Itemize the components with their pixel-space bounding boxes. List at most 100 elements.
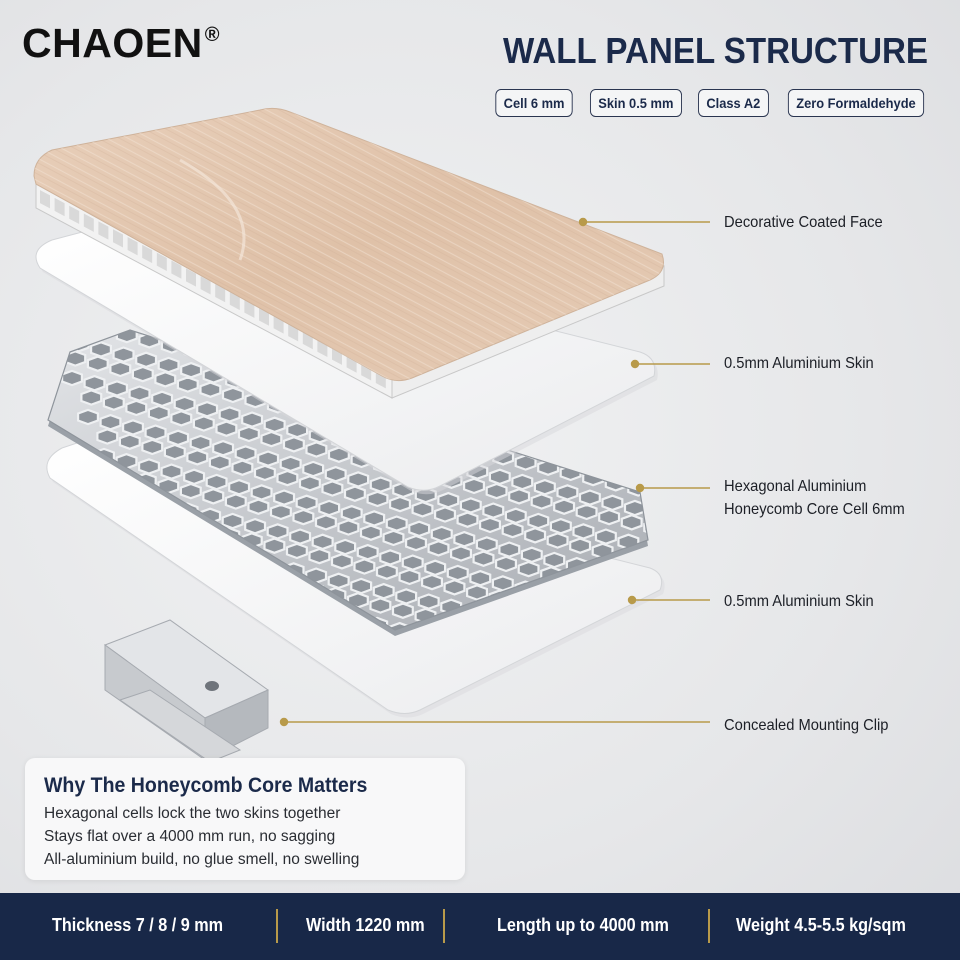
- honeycomb-cell: [76, 408, 100, 426]
- honeycomb-cell: [356, 543, 379, 561]
- honeycomb-cell: [279, 455, 302, 473]
- honeycomb-cell: [266, 523, 289, 540]
- honeycomb-cell: [234, 445, 257, 462]
- honeycomb-cell: [60, 369, 84, 387]
- honeycomb-cell: [276, 469, 299, 487]
- label-mounting-clip: Concealed Mounting Clip: [724, 717, 889, 734]
- honeycomb-cell: [337, 519, 360, 536]
- edge-cell: [40, 190, 50, 209]
- honeycomb-cell: [430, 525, 453, 543]
- honeycomb-cell: [302, 460, 325, 478]
- honeycomb-cell: [173, 395, 196, 413]
- honeycomb-cell: [99, 413, 122, 431]
- honeycomb-cell: [180, 361, 203, 379]
- honeycomb-cell: [96, 428, 119, 445]
- honeycomb-cell: [369, 597, 392, 614]
- honeycomb-cell: [115, 330, 138, 344]
- why-point: All-aluminium build, no glue smell, no s…: [44, 851, 360, 868]
- honeycomb-cell: [141, 564, 163, 582]
- spec-divider: [443, 909, 445, 943]
- honeycomb-cell: [343, 485, 366, 502]
- honeycomb-cell: [459, 497, 482, 514]
- honeycomb-cell: [573, 645, 593, 659]
- honeycomb-cell: [527, 512, 550, 530]
- honeycomb-cell: [488, 468, 511, 486]
- honeycomb-cell: [314, 514, 337, 531]
- honeycomb-cell: [192, 415, 215, 432]
- honeycomb-cell: [144, 424, 167, 441]
- honeycomb-cell: [482, 502, 505, 519]
- honeycomb-cell: [49, 312, 69, 326]
- honeycomb-cell: [179, 482, 202, 500]
- honeycomb-cell: [205, 473, 228, 491]
- honeycomb-cell: [163, 443, 186, 461]
- honeycomb-cell: [553, 498, 576, 515]
- honeycomb-cell: [623, 620, 646, 630]
- honeycomb-cell: [427, 540, 450, 557]
- edge-cell: [127, 237, 138, 256]
- honeycomb-cell: [463, 477, 485, 495]
- honeycomb-cell: [308, 547, 331, 565]
- honeycomb-cell: [273, 489, 296, 506]
- honeycomb-cell: [588, 436, 611, 453]
- edge-cell: [171, 260, 182, 279]
- honeycomb-cell: [475, 536, 498, 553]
- honeycomb-cell: [599, 636, 619, 650]
- honeycomb-cell: [112, 346, 135, 363]
- edge-cell: [69, 205, 80, 225]
- honeycomb-cell: [469, 569, 492, 587]
- honeycomb-cell: [546, 532, 569, 549]
- honeycomb-cell: [540, 445, 563, 462]
- honeycomb-cell: [263, 416, 286, 434]
- honeycomb-cell: [86, 355, 109, 372]
- honeycomb-cell: [372, 582, 395, 600]
- honeycomb-cell: [572, 523, 595, 540]
- honeycomb-cell: [118, 433, 141, 450]
- spec-divider: [708, 909, 710, 943]
- honeycomb-cell: [508, 488, 531, 505]
- honeycomb-cell: [434, 506, 456, 523]
- spec-length: Length up to 4000 mm: [497, 915, 669, 935]
- why-honeycomb-card: Why The Honeycomb Core Matters Hexagonal…: [25, 758, 465, 880]
- honeycomb-cell: [212, 439, 235, 457]
- honeycomb-cell: [138, 458, 160, 475]
- honeycomb-cell: [330, 553, 353, 570]
- honeycomb-cell: [228, 478, 251, 496]
- honeycomb-cell: [221, 386, 244, 404]
- badge-cell: Cell 6 mm: [494, 89, 573, 117]
- honeycomb-cell: [598, 508, 621, 526]
- edge-cell: [156, 252, 167, 271]
- honeycomb-cell: [453, 530, 476, 548]
- honeycomb-cell: [359, 524, 382, 541]
- honeycomb-cell: [260, 430, 283, 448]
- honeycomb-cell: [504, 507, 527, 525]
- honeycomb-cell: [501, 521, 524, 539]
- honeycomb-cell: [160, 463, 183, 480]
- honeycomb-cell: [224, 619, 247, 630]
- honeycomb-cell: [543, 551, 566, 569]
- honeycomb-cell: [327, 572, 350, 590]
- honeycomb-cell: [611, 441, 634, 458]
- honeycomb-cell: [585, 455, 608, 473]
- honeycomb-cell: [176, 376, 199, 393]
- honeycomb-cell: [121, 419, 144, 436]
- honeycomb-cell: [670, 632, 690, 646]
- honeycomb-cell: [224, 493, 247, 510]
- honeycomb-cell: [285, 542, 308, 560]
- why-point: Stays flat over a 4000 mm run, no saggin…: [44, 828, 336, 845]
- honeycomb-cell: [282, 436, 305, 453]
- honeycomb-cell: [549, 517, 572, 535]
- honeycomb-cell: [347, 471, 370, 488]
- honeycomb-cell: [363, 510, 386, 527]
- spec-bar: Thickness 7 / 8 / 9 mm Width 1220 mm Len…: [0, 893, 960, 960]
- honeycomb-cell: [379, 549, 402, 566]
- honeycomb-cell: [495, 555, 518, 573]
- spec-width: Width 1220 mm: [306, 915, 425, 935]
- honeycomb-cell: [601, 494, 624, 512]
- honeycomb-cell: [389, 495, 411, 513]
- brand-name: CHAOEN: [22, 20, 203, 66]
- honeycomb-cell: [340, 504, 363, 522]
- honeycomb-cell: [163, 569, 186, 587]
- label-top-skin: 0.5mm Aluminium Skin: [724, 355, 874, 372]
- honeycomb-cell: [424, 559, 447, 577]
